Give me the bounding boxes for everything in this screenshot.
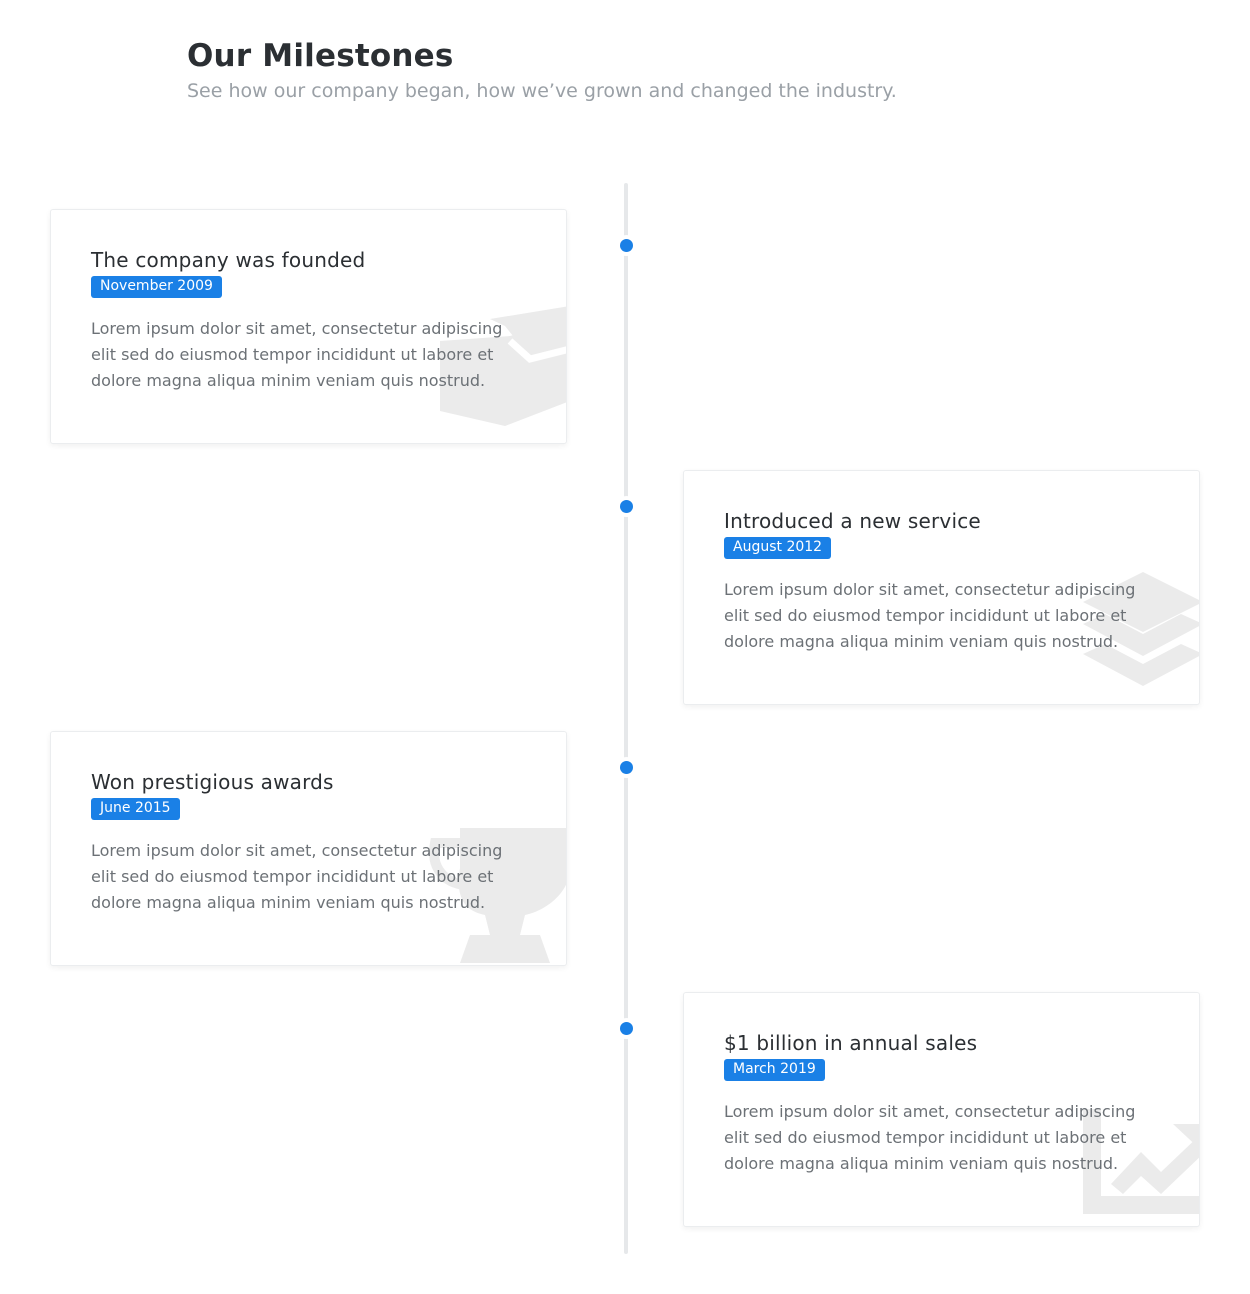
page-header: Our Milestones See how our company began… bbox=[187, 38, 897, 102]
milestone-card: Introduced a new service August 2012 Lor… bbox=[683, 470, 1200, 705]
milestone-card: Won prestigious awards June 2015 Lorem i… bbox=[50, 731, 567, 966]
milestone-description: Lorem ipsum dolor sit amet, consectetur … bbox=[91, 319, 503, 390]
milestone-card: $1 billion in annual sales March 2019 Lo… bbox=[683, 992, 1200, 1227]
milestone-title: $1 billion in annual sales bbox=[724, 1031, 978, 1055]
milestone-date-badge: March 2019 bbox=[724, 1059, 825, 1081]
milestone-title: Won prestigious awards bbox=[91, 770, 334, 794]
milestone-description: Lorem ipsum dolor sit amet, consectetur … bbox=[91, 841, 503, 912]
timeline-line bbox=[624, 183, 628, 1254]
page-subtitle: See how our company began, how we’ve gro… bbox=[187, 80, 897, 102]
timeline-dot bbox=[620, 239, 633, 252]
wallet-icon bbox=[420, 301, 566, 441]
milestone-date-badge: August 2012 bbox=[724, 537, 832, 559]
milestone-title: Introduced a new service bbox=[724, 509, 981, 533]
milestone-description: Lorem ipsum dolor sit amet, consectetur … bbox=[724, 580, 1136, 651]
timeline-dot bbox=[620, 1022, 633, 1035]
milestone-date-badge: November 2009 bbox=[91, 276, 222, 298]
trophy-icon bbox=[420, 823, 566, 963]
timeline-dot bbox=[620, 500, 633, 513]
milestone-title: The company was founded bbox=[91, 248, 366, 272]
timeline-dot bbox=[620, 761, 633, 774]
milestone-description: Lorem ipsum dolor sit amet, consectetur … bbox=[724, 1102, 1136, 1173]
page-title: Our Milestones bbox=[187, 38, 454, 74]
chart-line-icon bbox=[1053, 1084, 1199, 1224]
milestone-card: The company was founded November 2009 Lo… bbox=[50, 209, 567, 444]
milestone-date-badge: June 2015 bbox=[91, 798, 180, 820]
layers-icon bbox=[1053, 562, 1199, 702]
